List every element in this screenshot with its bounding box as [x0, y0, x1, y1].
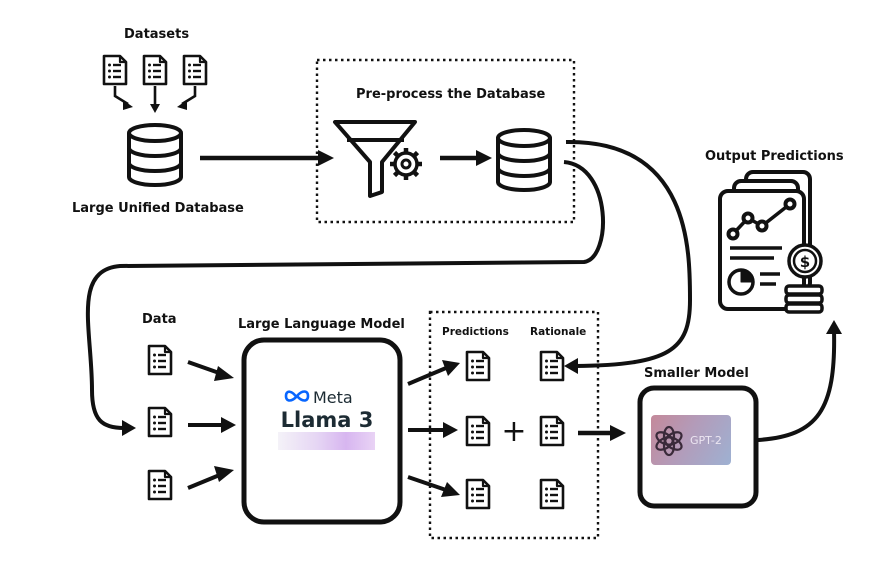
plus-sign: + — [501, 414, 526, 449]
dataset-document-icon — [102, 54, 128, 86]
rationale-document-icon — [539, 350, 565, 382]
rationale-document-icon — [539, 415, 565, 447]
prediction-document-icon — [465, 415, 491, 447]
small-model-name: GPT-2 — [690, 434, 722, 447]
rationale-document-icon — [539, 478, 565, 510]
prediction-document-icon — [465, 350, 491, 382]
data-document-icon — [147, 344, 173, 376]
meta-brand-text: Meta — [313, 388, 353, 407]
report-stack-icon — [718, 170, 812, 311]
coin-dollar-icon: $ — [784, 243, 824, 314]
arrow-db-to-data — [85, 160, 605, 430]
data-label: Data — [142, 312, 177, 327]
llm-model-name: Llama 3 — [280, 408, 374, 432]
arrows-llm-to-outputs — [407, 366, 447, 492]
llm-brand: Meta — [290, 388, 353, 407]
output-predictions-label: Output Predictions — [705, 149, 844, 164]
preprocess-label: Pre-process the Database — [356, 87, 546, 102]
predictions-label: Predictions — [442, 326, 509, 338]
datasets-label: Datasets — [124, 27, 190, 42]
llama-highlight-band — [278, 432, 375, 450]
dataset-document-icon — [142, 54, 168, 86]
large-language-model-label: Large Language Model — [238, 317, 405, 332]
clean-database-icon — [496, 128, 552, 192]
arrow-to-output-predictions — [757, 329, 837, 442]
large-unified-database-label: Large Unified Database — [72, 201, 244, 216]
llm-box — [241, 337, 403, 525]
prediction-document-icon — [465, 478, 491, 510]
large-database-icon — [127, 123, 183, 187]
data-document-icon — [147, 406, 173, 438]
dataset-document-icon — [182, 54, 208, 86]
smaller-model-label: Smaller Model — [644, 366, 749, 381]
meta-logo-icon — [284, 390, 310, 402]
data-document-icon — [147, 469, 173, 501]
openai-logo-icon — [655, 425, 683, 457]
arrows-data-to-llm — [187, 360, 223, 490]
rationale-label: Rationale — [530, 326, 587, 338]
llm-output-box — [428, 310, 600, 540]
svg-text:$: $ — [800, 253, 810, 271]
arrow-db-to-rationale — [565, 139, 693, 368]
funnel-gear-icon — [333, 120, 422, 198]
